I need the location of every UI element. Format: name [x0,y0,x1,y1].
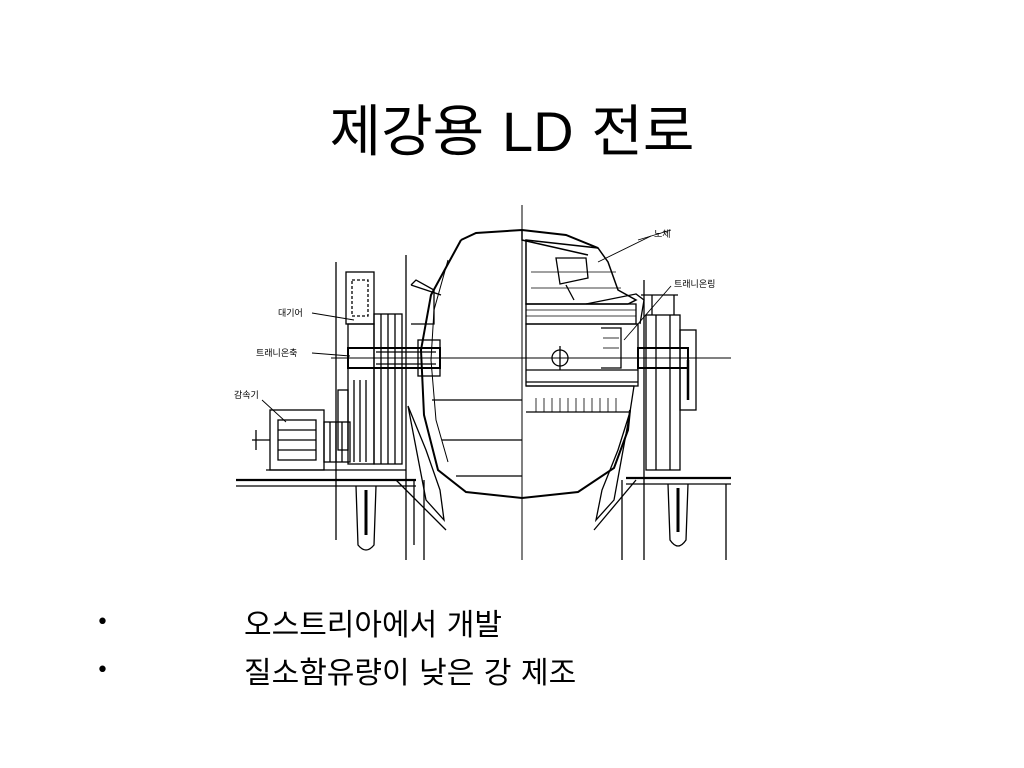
bullet-item: • 오스트리아에서 개발 [92,598,992,646]
bullet-marker: • [96,657,109,683]
converter-drawing: 노체 트래니온링 대기어 트래니온축 감속기 [234,205,731,560]
label-trunnion-ring: 트래니온링 [674,278,715,290]
label-reducer: 감속기 [234,389,259,401]
label-furnace-body: 노체 [654,229,671,240]
label-bull-gear: 대기어 [278,308,303,319]
title-part-2: LD [501,100,574,163]
label-trunnion-shaft: 트래니온축 [256,348,297,359]
bullet-text: 질소함유량이 낮은 강 제조 [244,656,577,691]
bullet-item: • 질소함유량이 낮은 강 제조 [92,646,992,694]
bullet-list: • 오스트리아에서 개발 • 질소함유량이 낮은 강 제조 [92,598,992,694]
bullet-marker: • [96,609,109,635]
title-part-3: 전로 [573,100,695,165]
title-part-1: 제강용 [329,100,502,165]
slide-title: 제강용 LD 전로 [0,92,1024,173]
bullet-text: 오스트리아에서 개발 [244,608,502,643]
converter-diagram: 노체 트래니온링 대기어 트래니온축 감속기 [226,200,746,565]
